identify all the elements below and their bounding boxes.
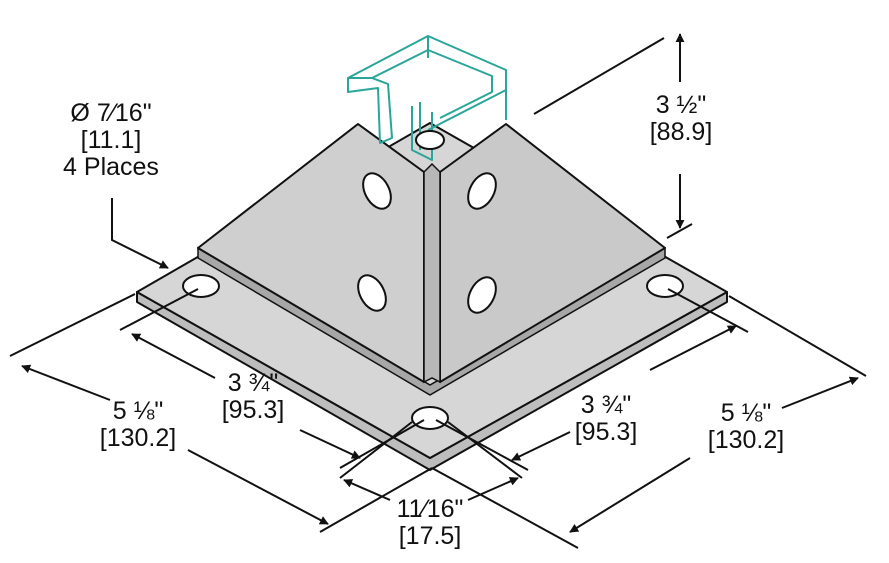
weld-bead: [197, 246, 666, 396]
right-outer-dim-imperial: 5 ⅛": [720, 399, 772, 427]
left-outer-dim-arrow-a: [21, 364, 111, 401]
left-outer-dim-label: 5 ⅛" [130.2]: [86, 398, 190, 452]
height-dim-imperial: 3 ½": [655, 91, 707, 119]
edge-dim-imperial: 11⁄16": [396, 495, 464, 523]
right-outer-dim-arrow-a: [781, 376, 859, 409]
left-inner-dim-metric: [95.3]: [221, 396, 285, 424]
right-outer-dim-metric: [130.2]: [707, 426, 785, 454]
plate-hole-back: [415, 130, 445, 150]
height-dim-metric: [88.9]: [649, 118, 713, 146]
edge-dim-arrow-a: [343, 479, 391, 501]
hole-callout-leader: [111, 198, 169, 269]
edge-dim-arrow-b: [467, 477, 519, 501]
right-inner-dim-label: 3 ¾" [95.3]: [560, 392, 652, 446]
hole-callout: Ø 7⁄16" [11.1] 4 Places: [48, 100, 174, 181]
right-outer-dim-label: 5 ⅛" [130.2]: [694, 400, 798, 454]
right-inner-dim-metric: [95.3]: [574, 418, 638, 446]
left-outer-dim-imperial: 5 ⅛": [112, 397, 164, 425]
right-outer-dim-arrow-b: [569, 457, 691, 533]
left-inner-dim-imperial: 3 ¾": [227, 369, 279, 397]
hole-callout-metric: [11.1]: [80, 126, 142, 154]
edge-dim-metric: [17.5]: [398, 522, 462, 550]
edge-dim-label: 11⁄16" [17.5]: [380, 496, 480, 550]
plate-hole-front: [411, 406, 449, 430]
gusset-holes: [357, 172, 497, 314]
right-inner-dim-arrow-a: [649, 325, 737, 371]
hole-callout-diameter: Ø 7⁄16": [70, 99, 152, 127]
hole-callout-count: 4 Places: [63, 153, 159, 181]
dimension-lines: [9, 33, 867, 549]
left-outer-dim-arrow-b: [187, 449, 329, 525]
left-inner-dim-label: 3 ¾" [95.3]: [208, 370, 298, 424]
right-inner-dim-arrow-b: [511, 431, 571, 461]
gusset-corner: [423, 162, 441, 384]
right-inner-dim-imperial: 3 ¾": [580, 391, 632, 419]
left-inner-dim-arrow-b: [299, 429, 361, 459]
height-dim-label: 3 ½" [88.9]: [636, 92, 726, 146]
left-outer-dim-metric: [130.2]: [99, 424, 177, 452]
left-inner-dim-arrow-a: [131, 333, 216, 379]
plate-holes: [182, 130, 684, 430]
